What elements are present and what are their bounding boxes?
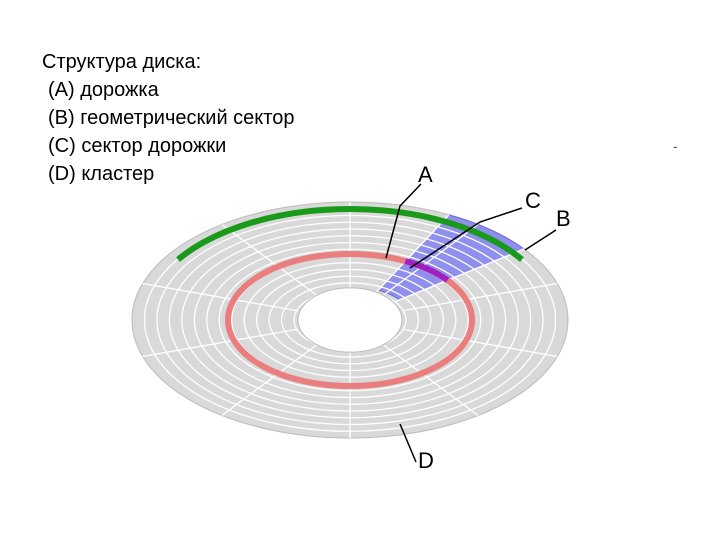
- sector-division-line: [142, 328, 297, 358]
- pointer-line: [524, 229, 557, 251]
- legend-item-geometric-sector: (B) геометрический сектор: [48, 107, 295, 129]
- legend-item-track-sector: (C) сектор дорожки: [48, 135, 227, 157]
- legend-item-cluster: (D) кластер: [48, 163, 155, 185]
- disk-platter: [131, 201, 569, 439]
- side-mark: -: [673, 138, 678, 154]
- sector-boundary-line: [394, 248, 525, 303]
- pointer-lines: [385, 183, 557, 463]
- pointer-line: [409, 207, 523, 269]
- track-highlight: [225, 250, 475, 390]
- sector-division-line: [221, 344, 318, 416]
- label-d: D: [418, 448, 434, 473]
- legend-title: Структура диска:: [42, 51, 202, 73]
- sector-division-line: [221, 224, 318, 296]
- track-sector-highlight: [404, 258, 450, 283]
- pointer-line: [385, 183, 422, 259]
- sector-division-line: [142, 282, 297, 312]
- legend: Структура диска: (A) дорожка (B) геометр…: [42, 48, 294, 188]
- center-hole: [297, 287, 403, 353]
- sector-division-line: [403, 282, 558, 312]
- cluster-highlight: [176, 206, 524, 262]
- sector-division-line: [403, 328, 558, 358]
- legend-item-track: (A) дорожка: [48, 79, 159, 101]
- pointer-line: [399, 423, 417, 463]
- sector-boundary-line: [374, 214, 450, 294]
- label-a: A: [418, 162, 433, 187]
- label-b: B: [556, 206, 571, 231]
- label-c: C: [525, 188, 541, 213]
- sector-division-line: [382, 224, 479, 296]
- sector-division-line: [382, 344, 479, 416]
